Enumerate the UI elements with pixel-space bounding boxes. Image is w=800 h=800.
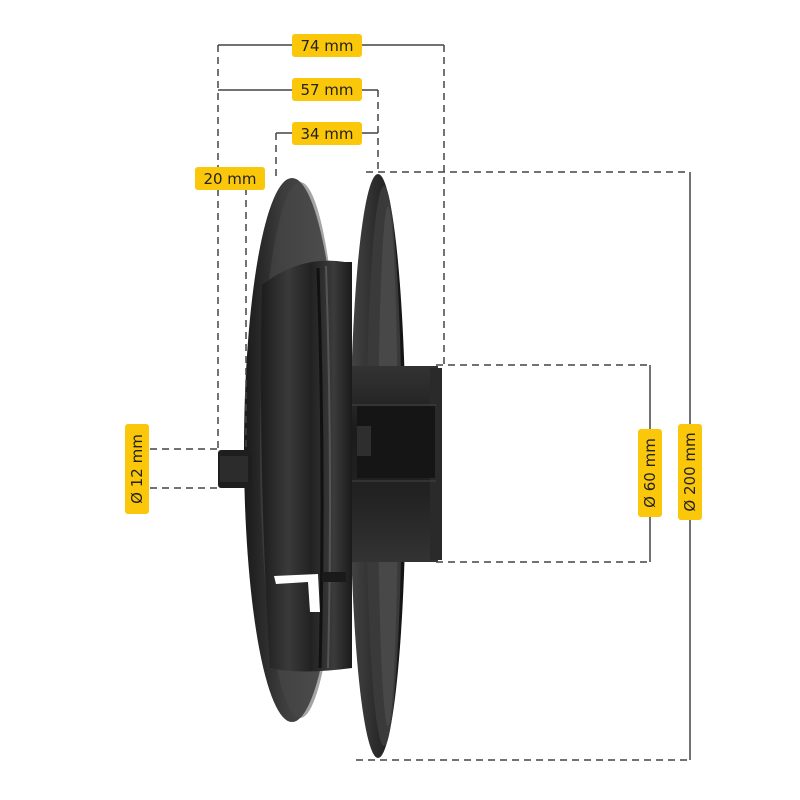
label-overall-length: 74 mm — [292, 34, 362, 57]
label-d200mm: Ø 200 mm — [681, 432, 699, 511]
label-74mm: 74 mm — [300, 37, 353, 55]
label-hub-diameter: Ø 60 mm — [638, 429, 662, 517]
label-d12mm: Ø 12 mm — [128, 434, 146, 504]
belt-slot — [274, 574, 320, 612]
label-d60mm: Ø 60 mm — [641, 438, 659, 508]
label-groove-width: 34 mm — [292, 122, 362, 145]
label-20mm: 20 mm — [203, 170, 256, 188]
label-axle-diameter: Ø 12 mm — [125, 424, 149, 514]
reel-illustration — [218, 174, 442, 758]
label-axle-length: 20 mm — [195, 167, 265, 190]
belt-drum — [261, 260, 352, 672]
label-flange-diameter: Ø 200 mm — [678, 424, 702, 520]
label-flange-outer: 57 mm — [292, 78, 362, 101]
label-57mm: 57 mm — [300, 81, 353, 99]
label-34mm: 34 mm — [300, 125, 353, 143]
